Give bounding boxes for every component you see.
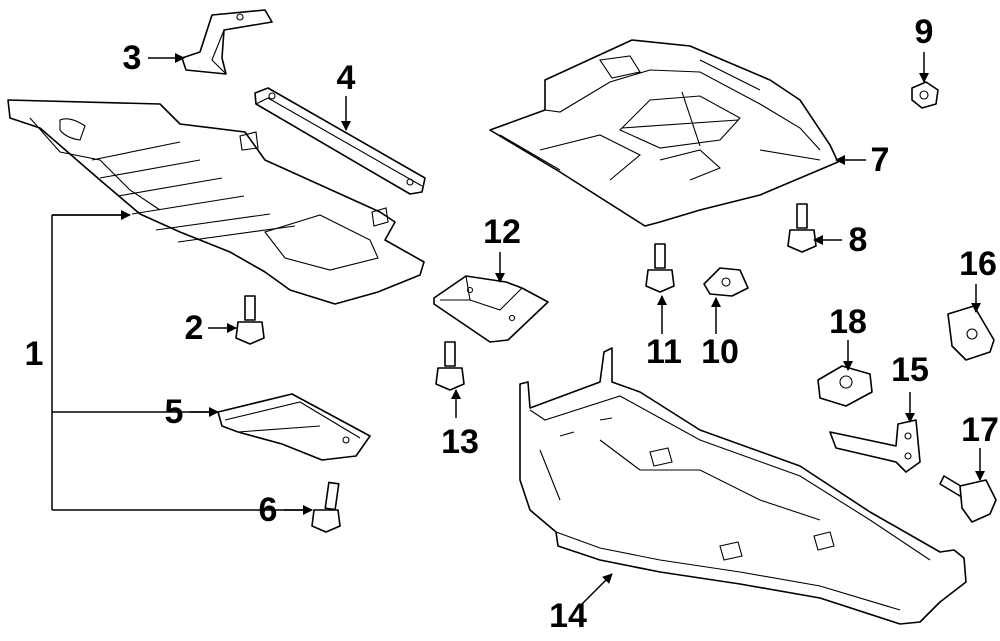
callout-16: 16 [959, 245, 997, 283]
callout-13: 13 [441, 423, 479, 461]
nut-18 [817, 365, 873, 407]
center-underbody-shield [489, 39, 839, 227]
callout-4: 4 [336, 59, 356, 97]
callout-12: 12 [483, 213, 521, 251]
callout-5: 5 [164, 393, 184, 431]
callout-11: 11 [646, 333, 682, 371]
bracket-15 [829, 419, 921, 473]
callout-3: 3 [122, 39, 142, 77]
callout-1: 1 [24, 335, 44, 373]
bolt-11 [645, 243, 675, 293]
rear-underbody-shield [519, 347, 967, 625]
leader-lines [51, 52, 985, 609]
clip-16 [947, 305, 995, 361]
reinforcement-bar [254, 87, 426, 195]
callout-10: 10 [701, 333, 739, 371]
callout-17: 17 [961, 411, 999, 449]
shield-bracket [181, 9, 273, 75]
nut-9 [911, 81, 939, 109]
front-splash-shield [7, 99, 425, 305]
bolt-6 [311, 481, 341, 533]
side-shield [217, 393, 371, 461]
bolt-13 [435, 341, 465, 391]
callout-8: 8 [848, 221, 868, 259]
callout-15: 15 [891, 351, 929, 389]
push-pin-17 [939, 475, 997, 523]
bolt-8 [787, 203, 817, 253]
small-cover-plate [433, 275, 549, 343]
clip-10 [703, 267, 749, 297]
callout-2: 2 [184, 309, 204, 347]
callout-9: 9 [914, 13, 934, 51]
callout-18: 18 [829, 303, 867, 341]
bolt-2 [235, 295, 265, 345]
callout-14: 14 [549, 597, 587, 635]
callout-6: 6 [258, 491, 278, 529]
callout-7: 7 [870, 141, 890, 179]
